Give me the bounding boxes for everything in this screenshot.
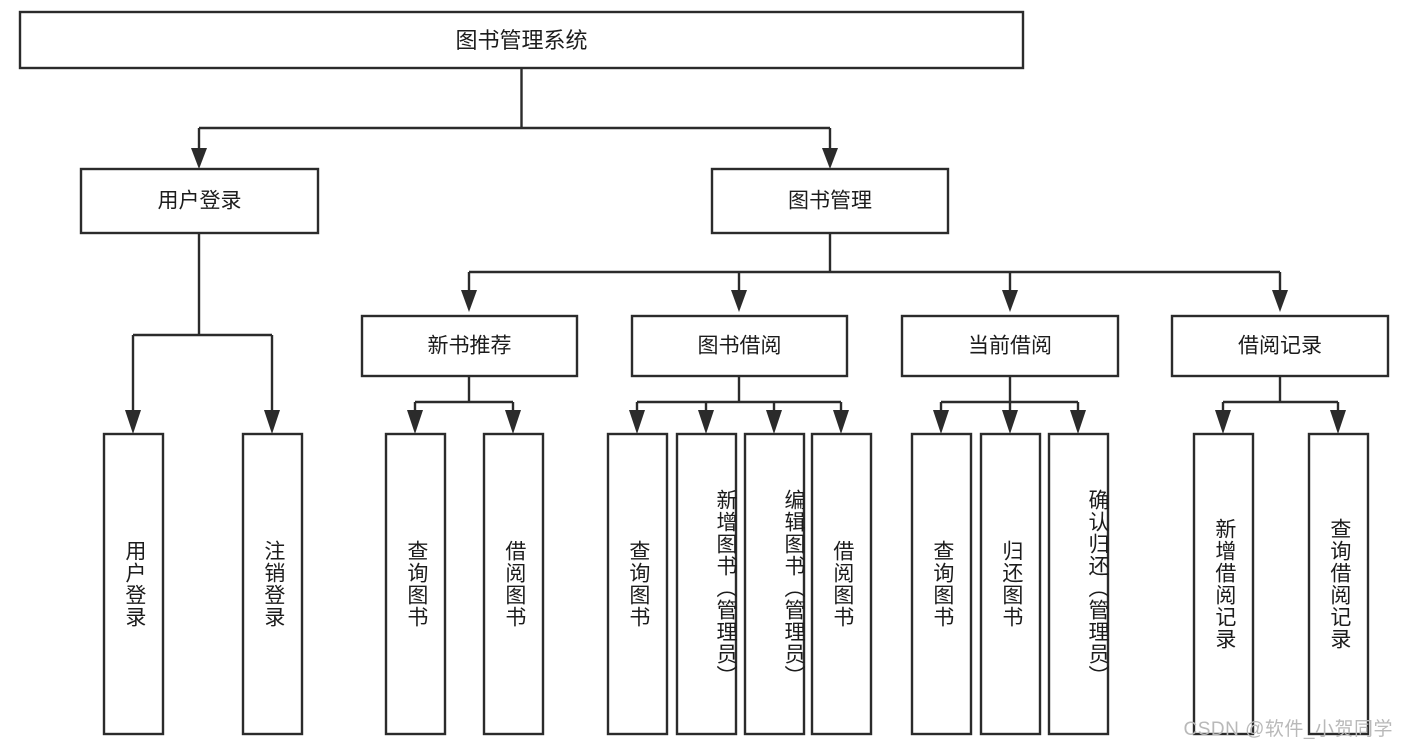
leaf-box-return-book[interactable] [979,432,1042,736]
node-book-borrow[interactable]: 图书借阅 [630,314,849,378]
connector-newbook-to-leaves [407,376,521,434]
node-new-book-recommend-label: 新书推荐 [428,335,512,358]
csdn-watermark: CSDN @软件_小贺同学 [1183,719,1393,740]
node-user-login-label: 用户登录 [158,190,242,213]
leaf-box-user-login[interactable] [102,432,165,736]
connector-borrow-to-leaves [629,376,849,434]
leaf-box-query-book-cb[interactable] [910,432,973,736]
node-borrow-records-label: 借阅记录 [1238,335,1322,358]
node-book-management[interactable]: 图书管理 [710,167,950,235]
leaf-box-query-record[interactable] [1307,432,1370,736]
node-root-label: 图书管理系统 [455,28,587,53]
leaf-box-add-book-admin[interactable] [675,432,738,736]
leaf-box-query-book-nb[interactable] [384,432,447,736]
leaf-box-edit-book-admin[interactable] [743,432,806,736]
node-book-management-label: 图书管理 [788,190,872,213]
node-current-borrow[interactable]: 当前借阅 [900,314,1120,378]
node-borrow-records[interactable]: 借阅记录 [1170,314,1390,378]
leaf-box-query-book-bb[interactable] [606,432,669,736]
leaf-box-confirm-return-admin[interactable] [1047,432,1110,736]
connector-bookmgmt-to-level2 [461,233,1288,312]
connector-root-to-level1 [191,68,838,169]
node-current-borrow-label: 当前借阅 [968,335,1052,358]
node-root-system[interactable]: 图书管理系统 [18,10,1025,70]
node-user-login[interactable]: 用户登录 [79,167,320,235]
leaf-box-logout[interactable] [241,432,304,736]
node-book-borrow-label: 图书借阅 [698,335,782,358]
leaf-box-add-record[interactable] [1192,432,1255,736]
connector-userlogin-to-leaves [125,233,280,434]
connector-current-to-leaves [933,376,1086,434]
connector-records-to-leaves [1215,376,1346,434]
node-new-book-recommend[interactable]: 新书推荐 [360,314,579,378]
leaf-box-borrow-book-bb[interactable] [810,432,873,736]
leaf-box-borrow-book-nb[interactable] [482,432,545,736]
